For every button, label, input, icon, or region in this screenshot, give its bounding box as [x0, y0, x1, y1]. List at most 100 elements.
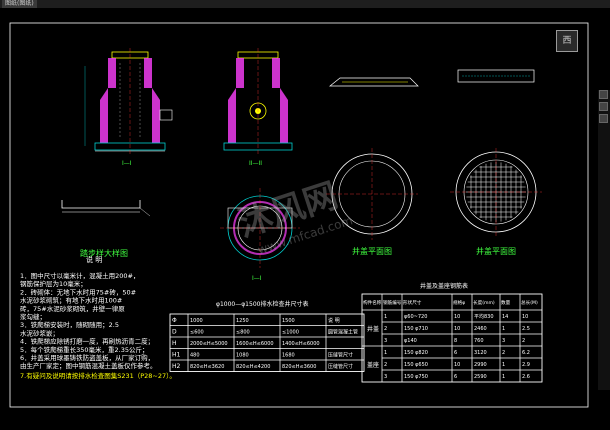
notes-link[interactable]: 7.有疑问及说明请按排水检查图集S231（P28~27）。 [20, 371, 176, 380]
plan-1-title: 井盖平面图 [352, 246, 392, 256]
table-cell: 2 [522, 338, 525, 344]
table-cell: 10 [454, 314, 460, 320]
cover-plan-ring [326, 148, 418, 240]
cover-elevation-2 [457, 69, 535, 83]
note-line: 水泥砂浆嵌； [20, 328, 59, 337]
table-cell: 150 φ750 [404, 374, 428, 380]
table-cell: 6.2 [522, 350, 530, 356]
table-header: 规格φ [453, 299, 465, 306]
table-header: 长度(mm) [473, 299, 495, 306]
cover-grid-plan [450, 148, 542, 236]
zoom-tool-icon[interactable] [599, 102, 608, 111]
table-cell: 3 [384, 338, 387, 344]
table-cell: 1600≤H≤6000 [236, 341, 274, 347]
drawing-canvas[interactable]: I—I II—II 踏步样大样图 I—I [0, 8, 598, 430]
table-cell: 1 [384, 314, 387, 320]
table-cell: 压缝管尺寸 [328, 363, 353, 370]
table-cell: 1080 [236, 353, 249, 359]
table-cell: 1 [384, 350, 387, 356]
table-header: 钢筋编号 [383, 299, 402, 306]
table-cell: 3 [384, 374, 387, 380]
note-line: 5．每个铁爬梯重长350毫米，重2.35公斤； [20, 345, 149, 354]
table-cell: 8 [454, 338, 457, 344]
group-name: 井盖 [367, 325, 379, 333]
table-cell: 150 φ820 [404, 350, 428, 356]
ladder-detail [61, 200, 151, 217]
table-cell: ≤600 [190, 330, 204, 336]
table-cell: 2460 [474, 326, 487, 332]
note-line: 1．图中尺寸以毫米计，混凝土用200#， [20, 271, 140, 280]
table-cell: 2.5 [522, 326, 530, 332]
table-cell: 2000≤H≤5000 [190, 341, 228, 347]
table-cell: H2 [172, 363, 181, 370]
ladder-title: 踏步样大样图 [80, 248, 128, 258]
note-line: 3．铁爬梯安装时，随砌随用；2.5 [20, 320, 119, 329]
table-cell: H [172, 340, 177, 347]
table-cell: 1250 [236, 318, 249, 324]
note-line: 6．井盖采用球墨铸铁防盗盖板，从厂家订购， [20, 353, 154, 362]
table-cell: 3120 [474, 350, 487, 356]
table-cell: 1 [502, 326, 505, 332]
section-3-label: I—I [252, 275, 262, 282]
table-cell: 1500 [282, 318, 295, 324]
table-cell: Φ [172, 317, 177, 324]
note-line: 2．砖砌体：无地下水时用75#砖，50# [20, 287, 136, 296]
pan-tool-icon[interactable] [599, 90, 608, 99]
table-cell: H1 [172, 352, 181, 359]
table-cell: D [172, 329, 177, 336]
plan-ring [220, 188, 300, 268]
table-cell: 480 [190, 353, 200, 359]
table-cell: φ60~720 [404, 314, 427, 320]
drawing-tab[interactable]: 图纸(图纸) [2, 0, 37, 8]
cover-elevation-1 [329, 77, 419, 87]
notes-list: 1．图中尺寸以毫米计，混凝土用200#， 钢筋保护层为10毫米；2．砖砌体：无地… [20, 271, 157, 370]
table-cell: 2 [502, 350, 505, 356]
group-name: 盖座 [367, 361, 379, 369]
table-header: 数量 [501, 299, 511, 306]
table-cell: 压缝管尺寸 [328, 352, 353, 359]
table-cell: 6 [454, 374, 457, 380]
side-toolbar [598, 90, 610, 390]
section-1-label: I—I [122, 160, 132, 167]
table-cell: 说 明 [328, 317, 340, 324]
section-2-label: II—II [249, 160, 262, 167]
table-cell: 1 [502, 362, 505, 368]
table-cell: 1000 [190, 318, 203, 324]
notes-title: 说 明 [86, 255, 102, 264]
table-cell: 2990 [474, 362, 487, 368]
note-line: 浆勾缝； [20, 312, 46, 321]
note-line: 4．铁爬梯应除锈打磨一度，再刷热沥青二度； [20, 337, 154, 346]
manhole-section-1 [84, 48, 173, 156]
table-cell: 150 φ650 [404, 362, 428, 368]
table-cell: 820≤H≤3620 [190, 364, 224, 370]
table-cell: 820≤H≤4200 [236, 364, 270, 370]
viewcube[interactable]: 西 [556, 30, 578, 52]
table-cell: 3 [502, 338, 505, 344]
plan-2-title: 井盖平面图 [476, 246, 516, 256]
title-bar: 图纸(图纸) [0, 0, 610, 8]
table-cell: 10 [522, 314, 528, 320]
note-line: 由生产厂家定；图中钢筋混凝土盖板仅作参考。 [20, 361, 157, 370]
table-cell: 6 [454, 350, 457, 356]
table-cell: 14 [502, 314, 508, 320]
watermark: 沐风网 www.mfcad.com [233, 176, 354, 258]
table-cell: ≤1000 [282, 330, 299, 336]
table-cell: 2 [384, 326, 387, 332]
table-cell: 2590 [474, 374, 487, 380]
well-table-title: φ1000—φ1500排水检查井尺寸表 [216, 300, 308, 308]
sheet-border [9, 22, 589, 408]
table-cell: 1400≤H≤6000 [282, 341, 320, 347]
table-cell: 平均830 [474, 313, 494, 320]
table-cell: φ140 [404, 338, 417, 344]
table-cell: 2 [384, 362, 387, 368]
note-line: 砖，75#水泥砂浆砌筑，井壁一律原 [20, 304, 125, 313]
table-cell: 圆管混凝土管 [328, 329, 358, 336]
table-cell: 1680 [282, 353, 295, 359]
table-cell: 1 [502, 374, 505, 380]
table-cell: 2.6 [522, 374, 530, 380]
table-cell: 10 [454, 362, 460, 368]
table-cell: 2.9 [522, 362, 530, 368]
orbit-tool-icon[interactable] [599, 114, 608, 123]
